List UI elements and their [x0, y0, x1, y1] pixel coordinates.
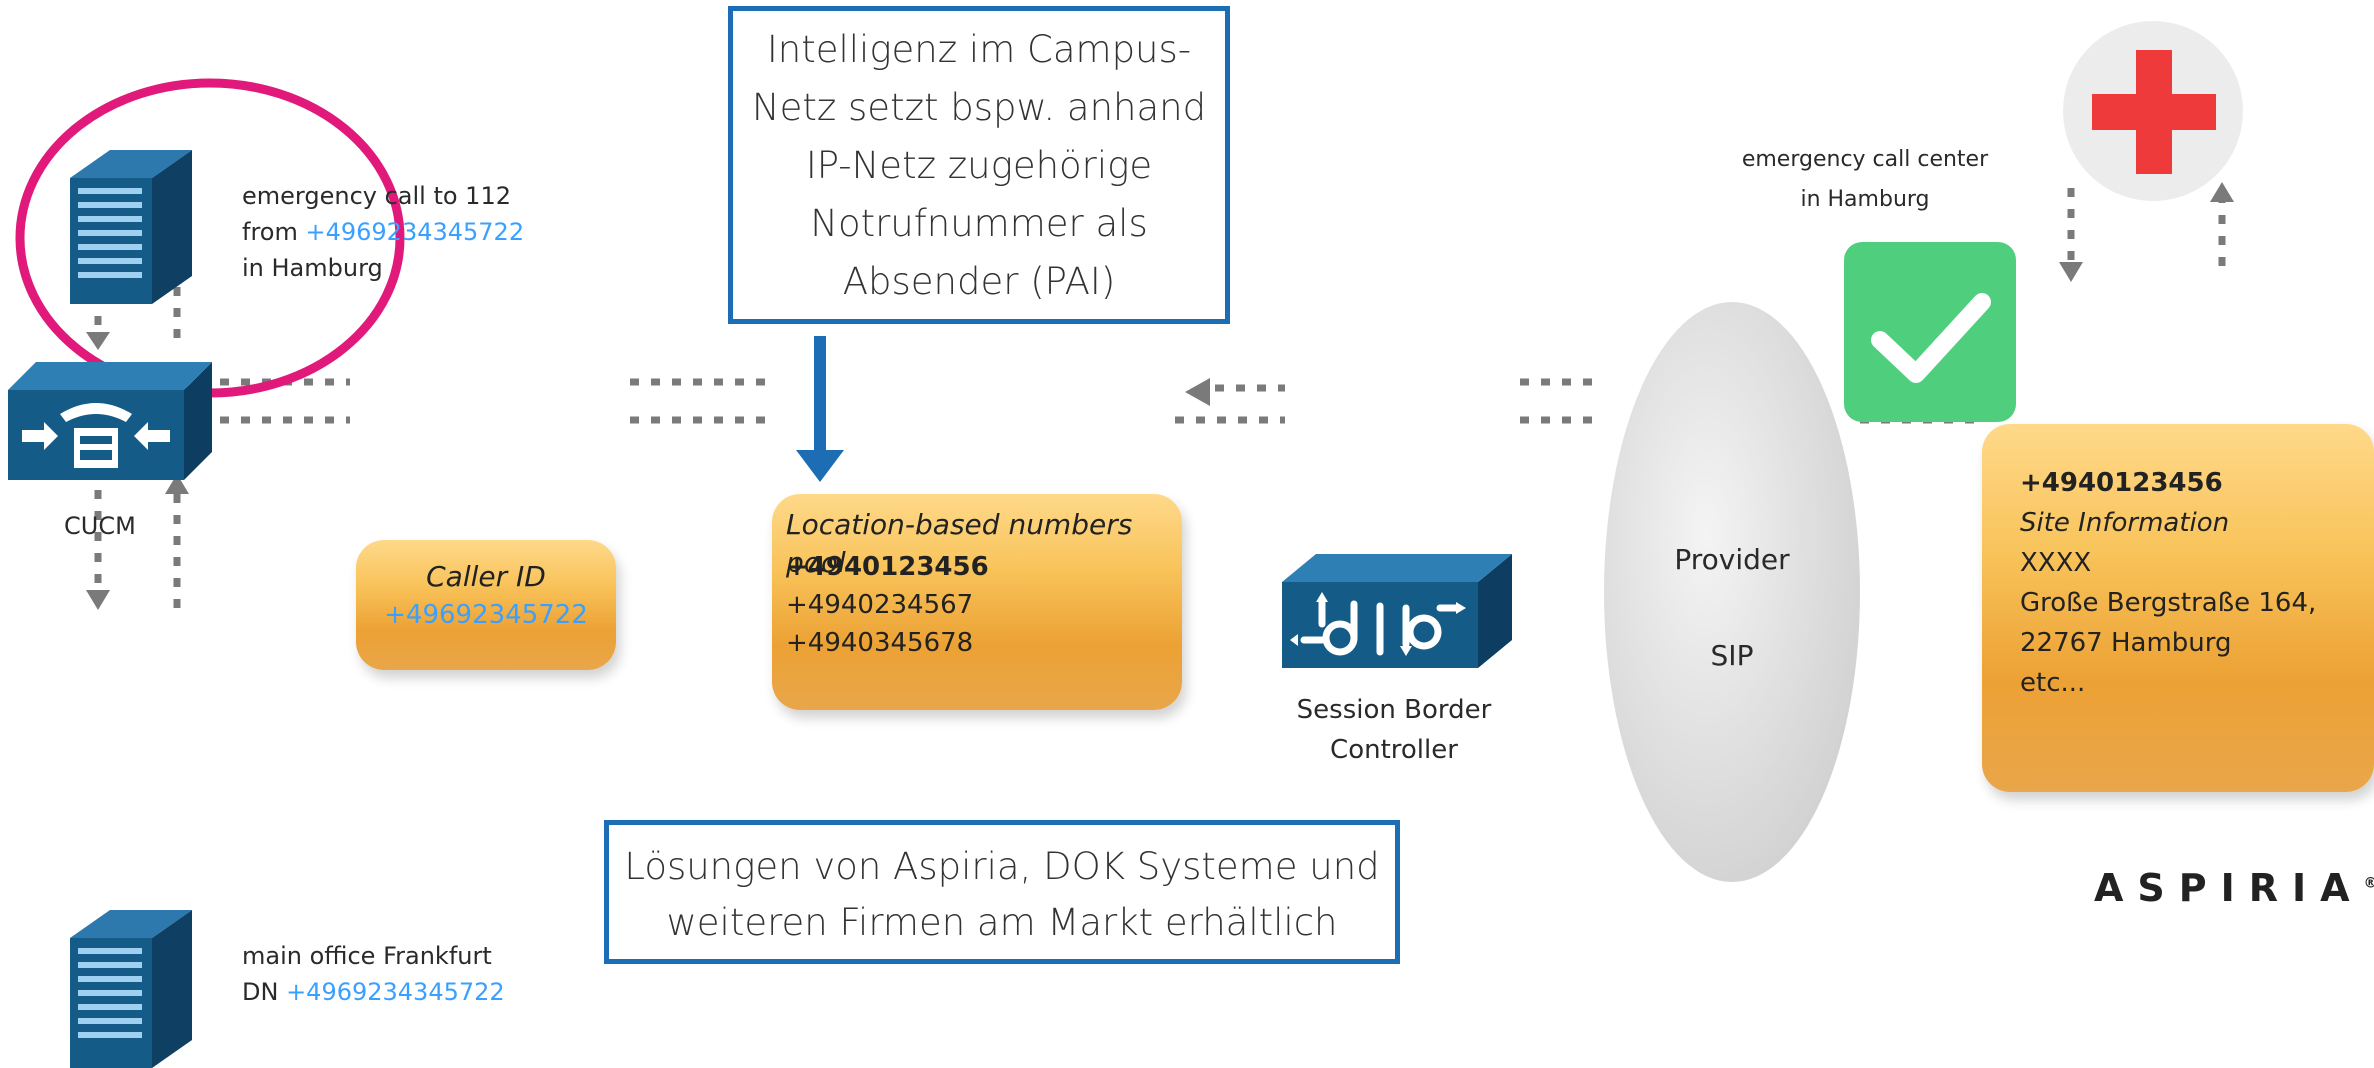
pool-number-1: +4940123456	[786, 552, 989, 582]
callout-bottom-line-1: Lösungen von Aspiria, DOK Systeme und	[624, 845, 1380, 888]
call-center-label: emergency call center in Hamburg	[1740, 140, 1990, 220]
intelligence-callout: Intelligenz im Campus- Netz setzt bspw. …	[728, 6, 1230, 324]
callout-top-line-4: Notrufnummer als	[810, 202, 1148, 245]
aspiria-logo-text: ASPIRIA	[2094, 866, 2364, 910]
main-office-number: +4969234345722	[286, 978, 505, 1006]
callout-bottom-line-2: weiteren Firmen am Markt erhältlich	[666, 901, 1338, 944]
emergency-call-label: emergency call to 112 from +496923434572…	[242, 178, 524, 286]
call-center-line2: in Hamburg	[1800, 187, 1930, 212]
callout-top-line-3: IP-Netz zugehörige	[805, 144, 1153, 187]
solutions-callout: Lösungen von Aspiria, DOK Systeme und we…	[604, 820, 1400, 964]
main-office-line2: DN +4969234345722	[242, 974, 505, 1010]
provider-sip-cloud	[1604, 302, 1860, 882]
site-number: +4940123456	[2020, 468, 2223, 498]
provider-line2: SIP	[1710, 639, 1754, 672]
main-office-line1: main office Frankfurt	[242, 942, 492, 970]
callout-top-line-2: Netz setzt bspw. anhand	[751, 86, 1207, 129]
sbc-label-line1: Session Border	[1296, 695, 1492, 725]
site-line-2: Große Bergstraße 164,	[2020, 588, 2317, 618]
red-cross-icon	[2063, 21, 2243, 201]
office-building-icon	[70, 150, 192, 304]
aspiria-logo-mark: ®	[2363, 875, 2374, 892]
caller-id-box: Caller ID +49692345722	[356, 540, 616, 670]
sbc-label: Session Border Controller	[1284, 690, 1504, 770]
from-prefix: from	[242, 218, 306, 246]
pool-number-2: +4940234567	[786, 590, 974, 620]
caller-id-title: Caller ID	[426, 560, 546, 593]
caller-number: +4969234345722	[305, 218, 525, 246]
caller-id-number: +49692345722	[384, 600, 588, 630]
site-line-4: etc...	[2020, 668, 2086, 698]
sbc-label-line2: Controller	[1330, 735, 1458, 765]
numbers-pool-box: Location-based numbers pool +4940123456 …	[772, 494, 1182, 710]
dn-prefix: DN	[242, 978, 287, 1006]
emergency-line1: emergency call to 112	[242, 182, 511, 210]
aspiria-logo: ASPIRIA®	[2094, 866, 2374, 910]
call-center-line1: emergency call center	[1741, 147, 1989, 172]
check-mark-icon	[1844, 242, 2016, 422]
pool-number-3: +4940345678	[786, 628, 974, 658]
site-information-box: +4940123456 Site Information XXXX Große …	[1982, 424, 2374, 792]
main-office-building-icon	[70, 910, 192, 1068]
site-line-1: XXXX	[2020, 548, 2092, 578]
callout-top-line-1: Intelligenz im Campus-	[766, 28, 1192, 71]
callout-top-line-5: Absender (PAI)	[842, 260, 1116, 303]
cucm-label: CUCM	[64, 512, 136, 540]
provider-line1: Provider	[1674, 543, 1790, 576]
main-office-label: main office Frankfurt DN +4969234345722	[242, 938, 505, 1010]
cucm-phone-icon	[8, 362, 212, 480]
site-line-3: 22767 Hamburg	[2020, 628, 2232, 658]
numbers-pool-title: Location-based numbers pool	[786, 508, 1133, 579]
site-information-title: Site Information	[2020, 508, 2230, 538]
emergency-line3: in Hamburg	[242, 254, 383, 282]
emergency-line2: from +4969234345722	[242, 214, 524, 250]
session-border-controller-icon	[1282, 554, 1512, 668]
provider-label: Provider SIP	[1596, 512, 1868, 704]
